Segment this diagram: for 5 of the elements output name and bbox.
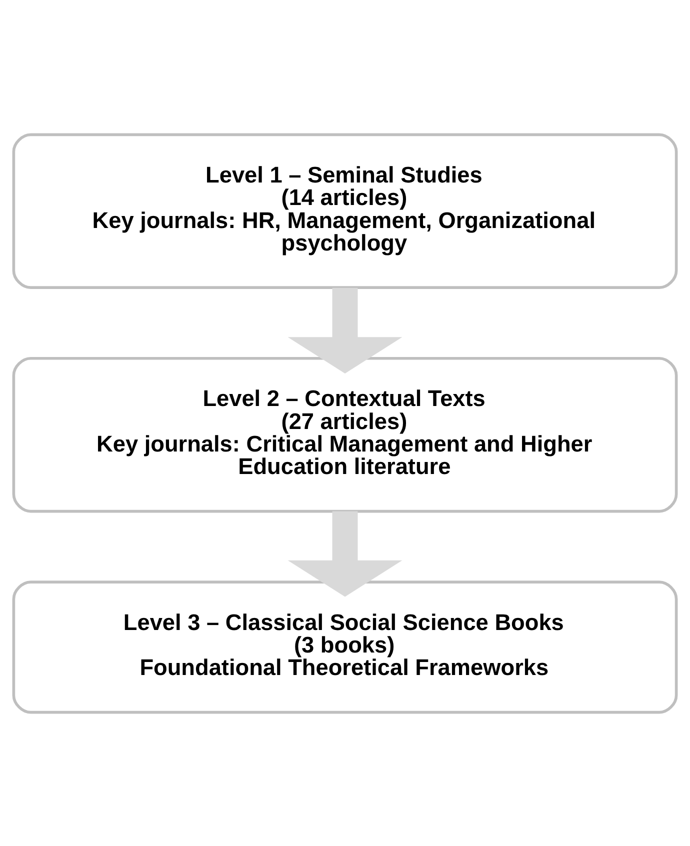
arrow [288,510,402,596]
node-box: Level 1 – Seminal Studies (14 articles) Key journals: HR, Management, Organizational psychology [12,132,678,288]
node-box: Level 3 – Classical Social Science Books (3 books) Foundational Theoretical Frameworks [12,580,678,714]
arrow [288,287,402,373]
node-box: Level 2 – Contextual Texts (27 articles) Key journals: Critical Management and Higher Education literature [12,356,678,512]
